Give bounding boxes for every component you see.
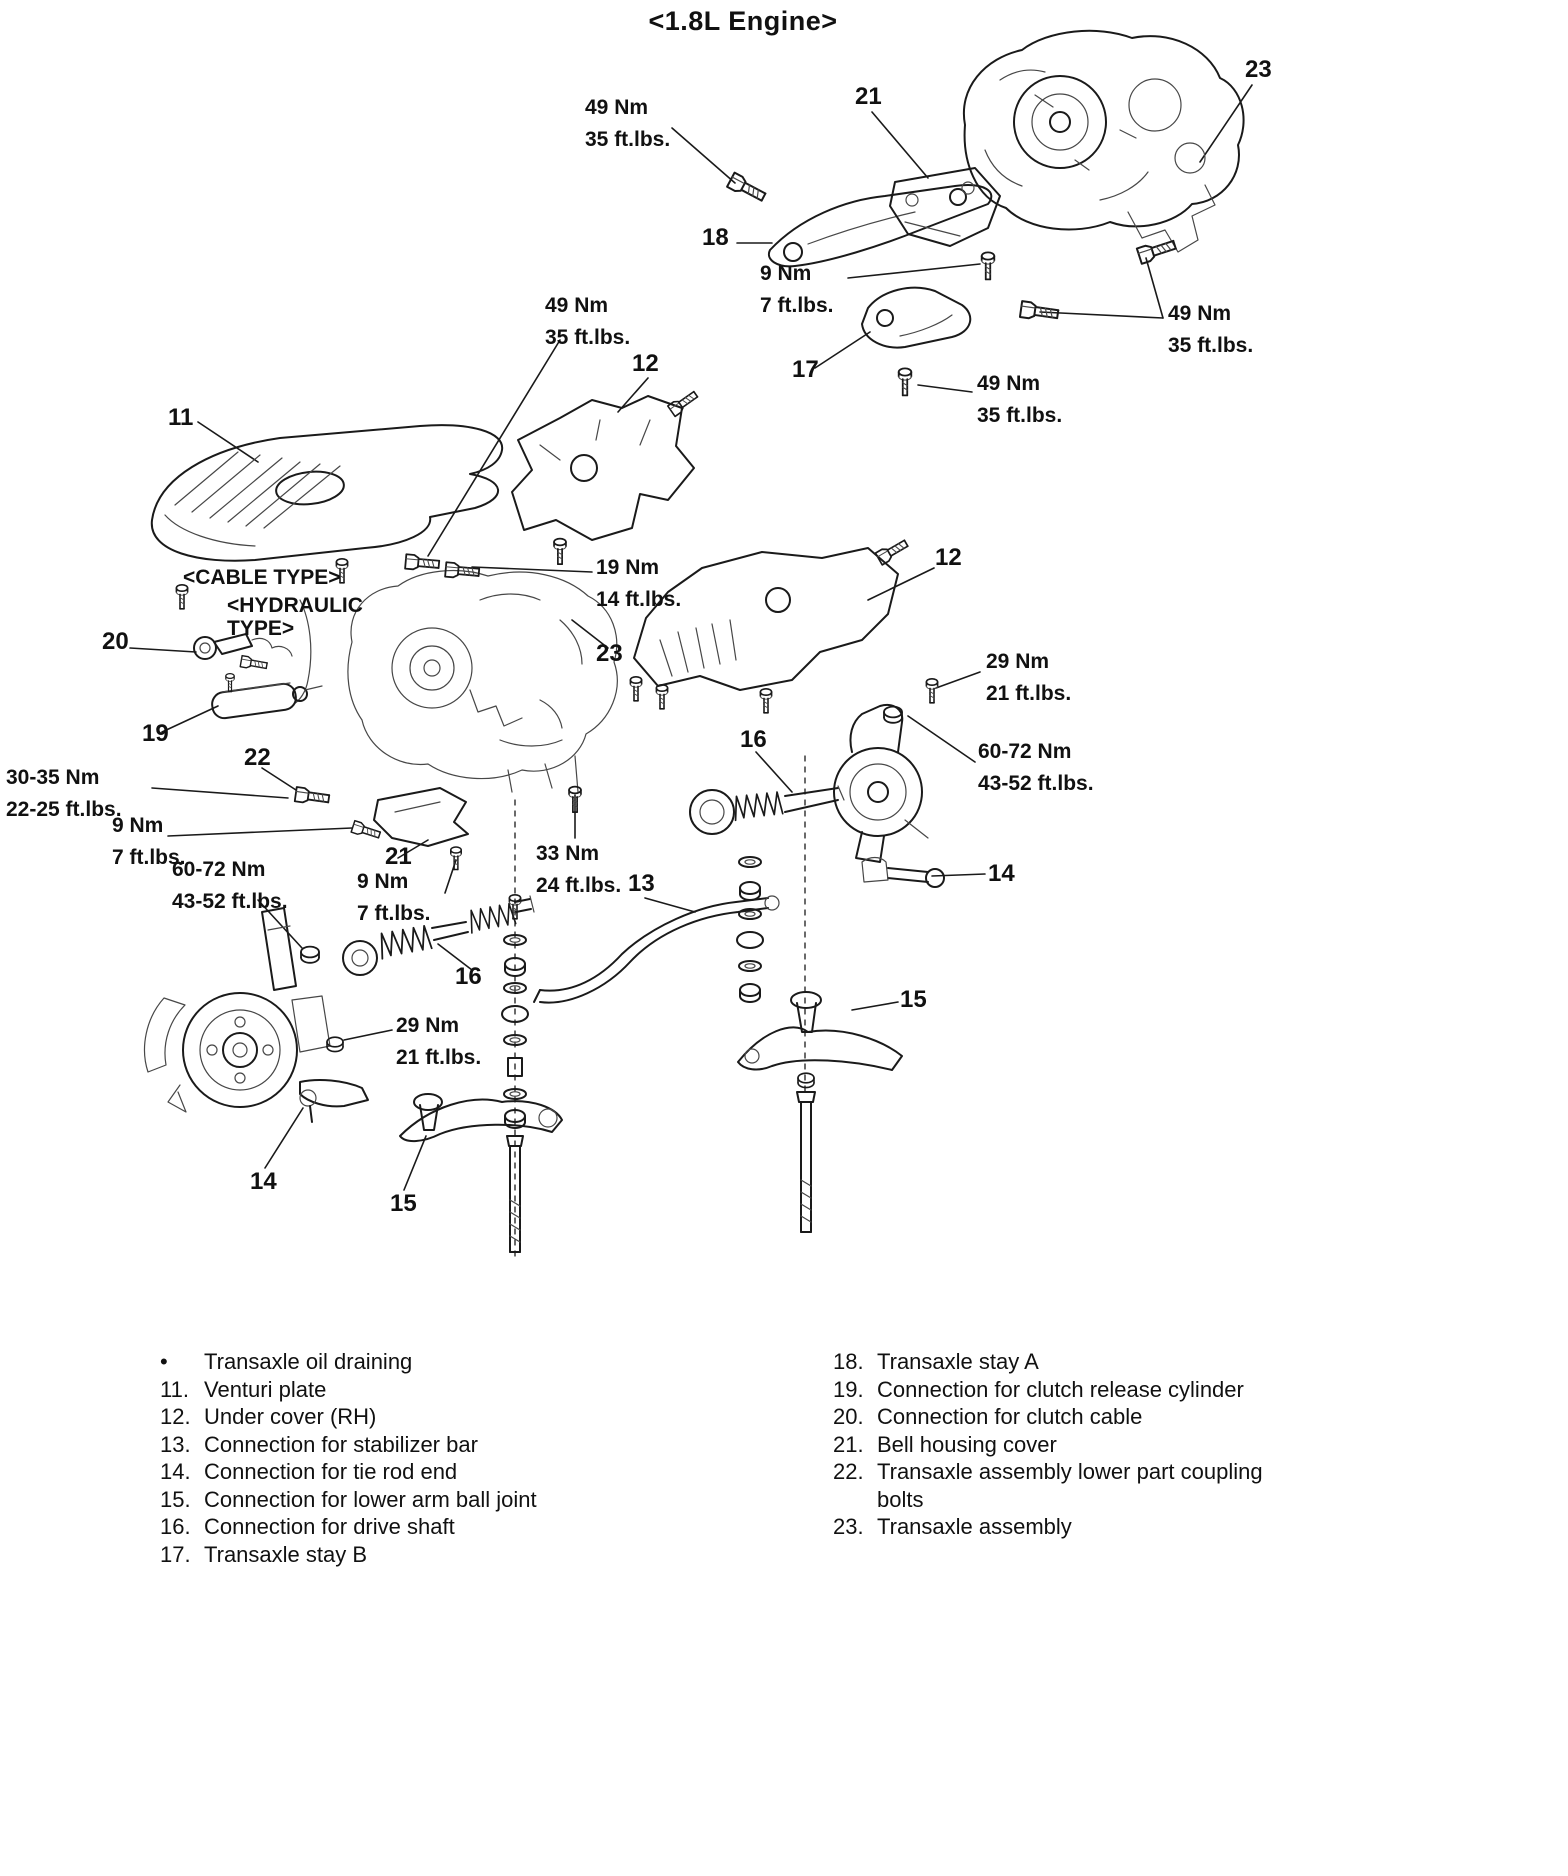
transaxle-stay-b-drawing: [861, 286, 972, 349]
part-callout-21-lower: 21: [385, 843, 412, 870]
part-callout-18: 18: [702, 224, 729, 251]
legend-item-19: 19.Connection for clutch release cylinde…: [833, 1376, 1244, 1402]
legend-item-21: 21.Bell housing cover: [833, 1431, 1057, 1457]
legend-item-14: 14.Connection for tie rod end: [160, 1459, 458, 1484]
legend-item-15: 15.Connection for lower arm ball joint: [160, 1486, 537, 1512]
stabilizer-bar-drawing: [533, 895, 780, 1004]
engine-assembly-drawing: [347, 553, 618, 813]
part-callout-14-right: 14: [988, 860, 1015, 887]
part-callout-20: 20: [102, 628, 129, 655]
drive-shaft-right-drawing: [689, 785, 845, 835]
legend-item-12: 12.Under cover (RH): [160, 1404, 377, 1429]
hardware-right-drawing: [736, 755, 806, 1093]
bell-housing-cover-top-drawing: [889, 167, 1001, 247]
page-title: <1.8L Engine>: [648, 6, 838, 36]
legend-item-18: 18.Transaxle stay A: [833, 1349, 1039, 1374]
transaxle-assembly-drawing: [962, 29, 1245, 253]
hub-brake-left-drawing: [143, 907, 344, 1113]
under-cover-top-drawing: [511, 388, 701, 565]
legend-right-column: 18.Transaxle stay A 19.Connection for cl…: [833, 1348, 1295, 1541]
part-callout-21-top: 21: [855, 83, 882, 110]
clutch-release-cylinder-drawing: [211, 672, 323, 720]
part-callout-15-left: 15: [390, 1190, 417, 1217]
legend-item-17: 17.Transaxle stay B: [160, 1541, 368, 1567]
legend-item-oil-draining: •Transaxle oil draining: [160, 1349, 413, 1374]
part-callout-16-right: 16: [740, 726, 767, 753]
bell-housing-cover-lower-drawing: [373, 787, 469, 871]
lower-arm-right-drawing: [737, 991, 903, 1071]
legend-item-13: 13.Connection for stabilizer bar: [160, 1431, 478, 1457]
part-callout-22: 22: [244, 744, 271, 771]
part-callout-19: 19: [142, 720, 169, 747]
part-callout-17: 17: [792, 356, 819, 383]
under-cover-right-drawing: [629, 536, 911, 714]
cable-type-label: <CABLE TYPE>: [183, 566, 341, 589]
hardware-center-drawing: [501, 799, 529, 1263]
part-callout-23-mid: 23: [596, 640, 623, 667]
legend-item-11: 11.Venturi plate: [160, 1376, 327, 1402]
legend-left-column: •Transaxle oil draining 11.Venturi plate…: [160, 1348, 630, 1568]
part-callout-16-left: 16: [455, 963, 482, 990]
part-callout-23-top: 23: [1245, 56, 1272, 83]
drive-shaft-left-drawing: [342, 895, 535, 976]
tie-rod-right-drawing: [861, 856, 945, 888]
knuckle-right-drawing: [833, 677, 939, 863]
part-callout-11: 11: [168, 404, 194, 431]
part-callout-15-right: 15: [900, 986, 927, 1013]
part-callout-13: 13: [628, 870, 655, 897]
legend-item-20: 20.Connection for clutch cable: [833, 1404, 1143, 1429]
venturi-plate-drawing: [150, 424, 504, 584]
long-bolt-right-drawing: [796, 1072, 816, 1233]
legend-item-22: 22.Transaxle assembly lower part couplin…: [833, 1459, 1263, 1512]
clutch-cable-drawing: [175, 583, 312, 705]
leader-lines: [129, 84, 1253, 1191]
part-callout-14-left: 14: [250, 1168, 277, 1195]
legend-item-23: 23.Transaxle assembly: [833, 1514, 1072, 1539]
part-callout-12-right: 12: [935, 544, 962, 571]
tie-rod-left-drawing: [299, 1079, 369, 1123]
hydraulic-type-label: <HYDRAULIC TYPE>: [227, 594, 363, 641]
transaxle-stay-a-drawing: [767, 184, 993, 268]
legend-item-16: 16.Connection for drive shaft: [160, 1514, 455, 1539]
part-callout-12-top: 12: [632, 350, 659, 377]
lower-arm-left-drawing: [399, 1093, 563, 1142]
coupling-bolts-drawing: [293, 786, 383, 842]
